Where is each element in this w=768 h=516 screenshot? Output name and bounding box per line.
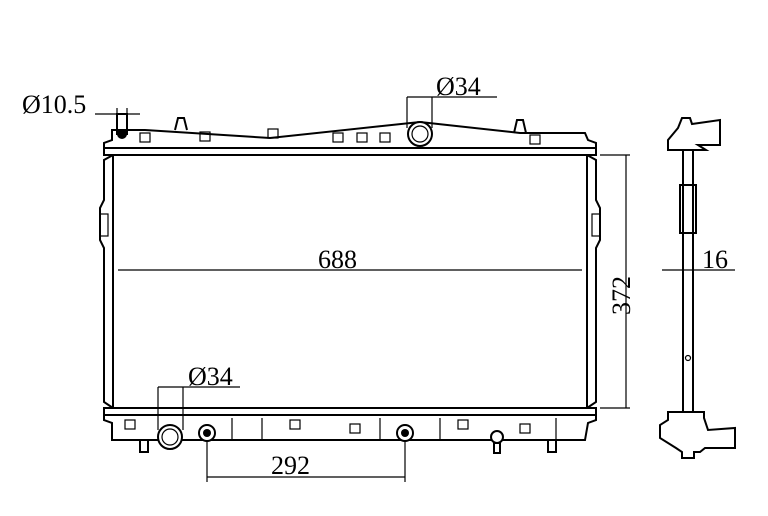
dim-inlet-small-diameter: Ø10.5 bbox=[22, 90, 86, 119]
dimension-lines bbox=[95, 96, 735, 482]
dim-bottom-spacing: 292 bbox=[271, 451, 310, 480]
dim-core-width: 688 bbox=[318, 245, 357, 274]
dim-core-height: 372 bbox=[607, 276, 636, 315]
radiator-side-view bbox=[659, 117, 736, 459]
dim-top-inlet-diameter: Ø34 bbox=[436, 72, 481, 101]
small-inlet-icon bbox=[117, 129, 127, 139]
dim-core-thickness: 16 bbox=[702, 245, 728, 274]
dim-bottom-outlet-diameter: Ø34 bbox=[188, 362, 233, 391]
bottom-tank bbox=[103, 407, 597, 441]
radiator-front-view bbox=[99, 113, 601, 454]
bottom-tank-tabs bbox=[124, 418, 557, 440]
top-tank bbox=[103, 120, 597, 156]
radiator-core bbox=[112, 154, 588, 409]
top-tank-tabs bbox=[139, 128, 541, 145]
